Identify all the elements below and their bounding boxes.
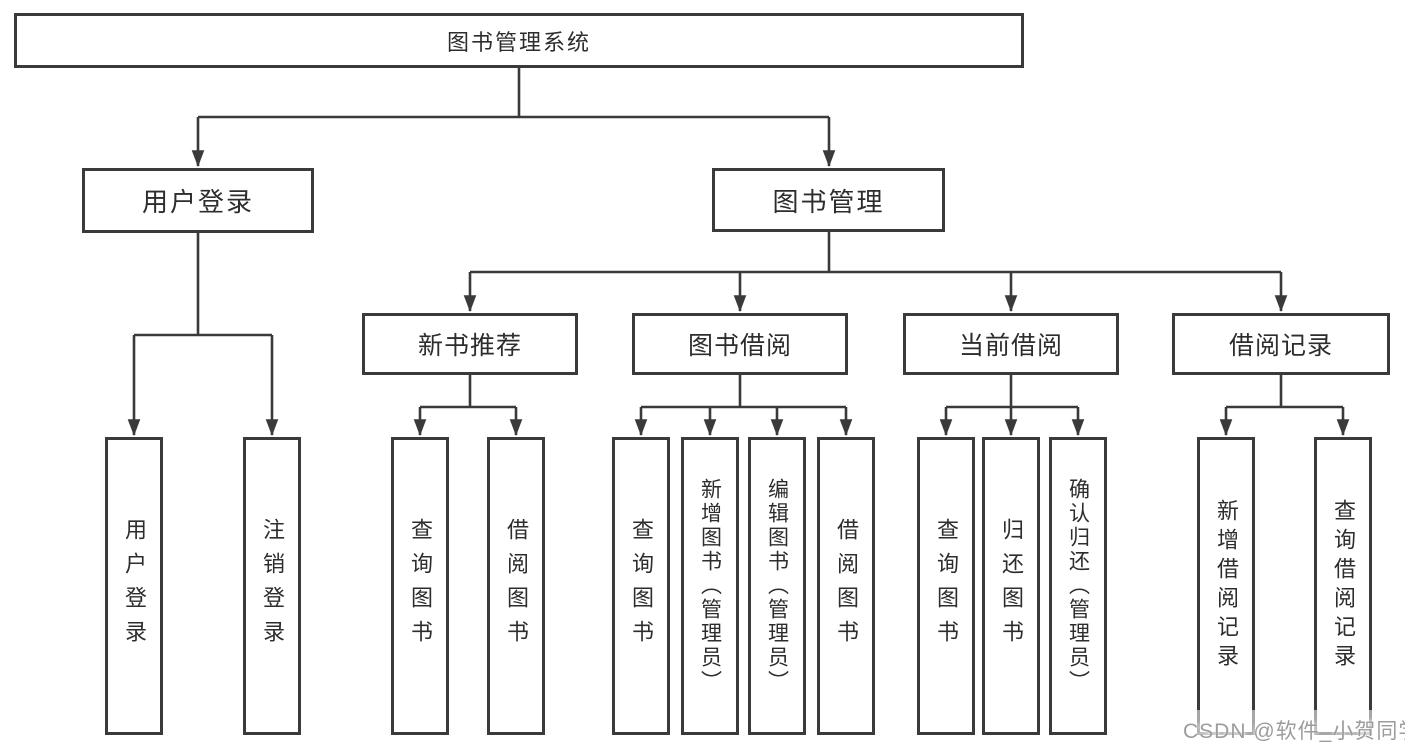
leaf-confirm-return-admin: 确认归还（管理员） [1049,437,1107,735]
node-book-management: 图书管理 [712,168,945,232]
leaf-query-borrow-record: 查询借阅记录 [1314,437,1372,735]
node-root-library-system: 图书管理系统 [14,13,1024,68]
leaf-query-books-borrow: 查询图书 [612,437,670,735]
node-book-borrow: 图书借阅 [632,313,848,375]
node-current-borrow: 当前借阅 [903,313,1119,375]
leaf-query-books-recommend: 查询图书 [391,437,449,735]
watermark-backdrop [1176,710,1404,744]
leaf-borrow-books-recommend: 借阅图书 [487,437,545,735]
leaf-return-book: 归还图书 [982,437,1040,735]
node-new-book-recommend: 新书推荐 [362,313,578,375]
leaf-edit-book-admin: 编辑图书（管理员） [748,437,806,735]
leaf-add-borrow-record: 新增借阅记录 [1197,437,1255,735]
leaf-add-book-admin: 新增图书（管理员） [681,437,739,735]
node-borrow-records: 借阅记录 [1172,313,1390,375]
leaf-query-books-current: 查询图书 [917,437,975,735]
node-user-login: 用户登录 [82,168,314,233]
csdn-watermark: CSDN @软件_小贺同学 [1183,720,1405,743]
leaf-user-login: 用户登录 [105,437,163,735]
leaf-logout: 注销登录 [243,437,301,735]
leaf-borrow-books: 借阅图书 [817,437,875,735]
